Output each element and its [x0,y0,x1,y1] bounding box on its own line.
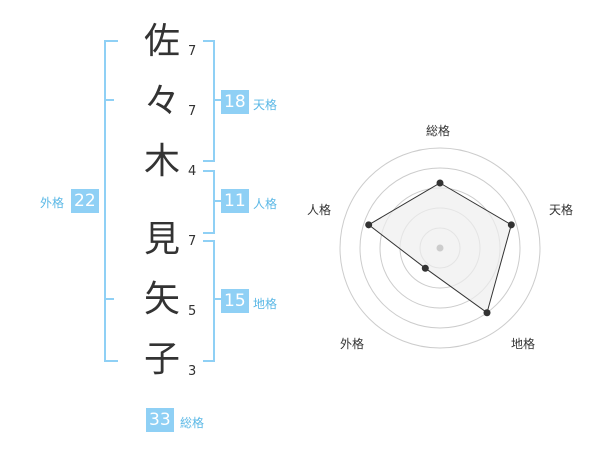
chikaku-label: 地格 [253,297,278,311]
radar-points [365,179,515,317]
stroke-count-4: 7 [188,234,197,249]
name-char-2: 々 [143,81,180,122]
radar-point-soukaku [436,179,444,187]
soukaku-label: 総格 [180,416,205,430]
tenkaku-value-badge: 18 [221,90,249,114]
tenkaku-label: 天格 [253,98,278,112]
name-char-4: 見 [143,219,180,260]
radar-ring-1 [339,147,541,349]
name-char-5: 矢 [143,279,180,320]
radar-label-chikaku: 地格 [511,337,536,351]
soukaku-value-badge: 33 [146,408,174,432]
radar-label-soukaku: 総格 [426,124,451,138]
radar-ring-2 [359,167,521,329]
stroke-count-3: 4 [188,164,197,179]
jinkaku-label: 人格 [253,197,278,211]
gaikaku-value-badge: 22 [71,189,99,213]
gaikaku-tick-2 [106,298,114,300]
gaikaku-bracket [104,40,118,362]
radar-label-gaikaku: 外格 [340,337,365,351]
name-char-3: 木 [143,141,180,182]
radar-label-jinkaku: 人格 [307,203,332,217]
jinkaku-tick [213,200,221,202]
stroke-count-6: 3 [188,364,197,379]
jinkaku-value-badge: 11 [221,189,249,213]
stroke-count-2: 7 [188,104,197,119]
name-char-1: 佐 [143,21,180,62]
radar-point-tenkaku [507,221,515,229]
radar-center-point [436,244,444,252]
gaikaku-tick-1 [106,99,114,101]
chikaku-bracket [203,240,215,362]
chikaku-tick [213,298,221,300]
radar-point-jinkaku [365,221,373,229]
chikaku-value-badge: 15 [221,289,249,313]
tenkaku-tick [213,99,221,101]
tenkaku-bracket [203,40,215,162]
stroke-count-5: 5 [188,304,197,319]
jinkaku-bracket [203,170,215,234]
radar-label-tenkaku: 天格 [549,203,574,217]
radar-point-chikaku [483,309,491,317]
gaikaku-label: 外格 [40,196,65,210]
name-char-6: 子 [143,339,180,380]
stroke-count-1: 7 [188,44,197,59]
radar-point-gaikaku [421,264,429,272]
